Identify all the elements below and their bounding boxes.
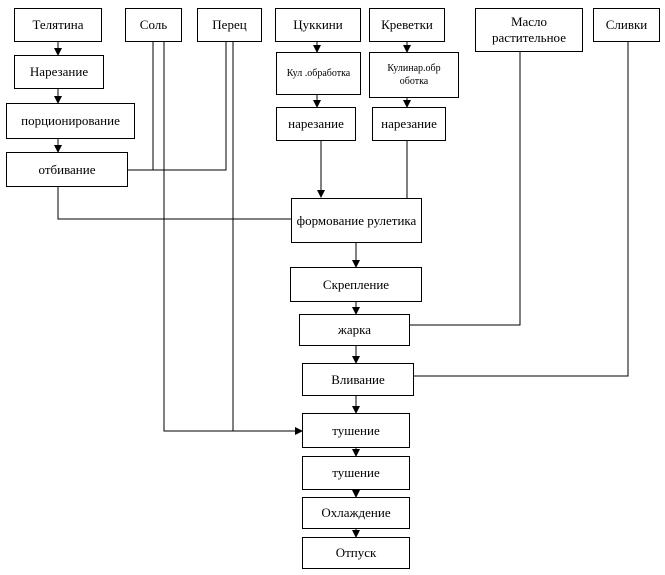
node-okhlazhdenie: Охлаждение xyxy=(302,497,410,529)
line-slivki-vlivanie xyxy=(414,42,629,377)
node-portsionirovanie: порционирование xyxy=(6,103,135,139)
node-otpusk: Отпуск xyxy=(302,537,410,569)
node-kul-obrabotka-2: Кулинар.обр оботка xyxy=(369,52,459,98)
arrow-sol-tushenie xyxy=(163,42,303,435)
node-perets: Перец xyxy=(197,8,262,42)
node-narezanie-1: Нарезание xyxy=(14,55,104,89)
line-perets-otbivanie xyxy=(128,42,227,171)
node-formovanie: формование рулетика xyxy=(291,198,422,243)
node-narezanie-2: нарезание xyxy=(276,107,356,141)
node-tushenie-1: тушение xyxy=(302,413,410,448)
node-slivki: Сливки xyxy=(593,8,660,42)
node-zharka: жарка xyxy=(299,314,410,346)
node-skreplenie: Скрепление xyxy=(290,267,422,302)
node-narezanie-3: нарезание xyxy=(372,107,446,141)
node-maslo: Масло растительное xyxy=(475,8,583,52)
node-telyatina: Телятина xyxy=(14,8,102,42)
line-maslo-zharka xyxy=(410,52,521,326)
node-sol: Соль xyxy=(125,8,182,42)
node-otbivanie: отбивание xyxy=(6,152,128,187)
node-tsukkini: Цуккини xyxy=(275,8,361,42)
node-kul-obrabotka-1: Кул .обработка xyxy=(276,52,361,95)
node-vlivanie: Вливание xyxy=(302,363,414,396)
node-krevetki: Креветки xyxy=(369,8,445,42)
line-otbivanie-formovanie xyxy=(57,187,291,220)
node-tushenie-2: тушение xyxy=(302,456,410,490)
